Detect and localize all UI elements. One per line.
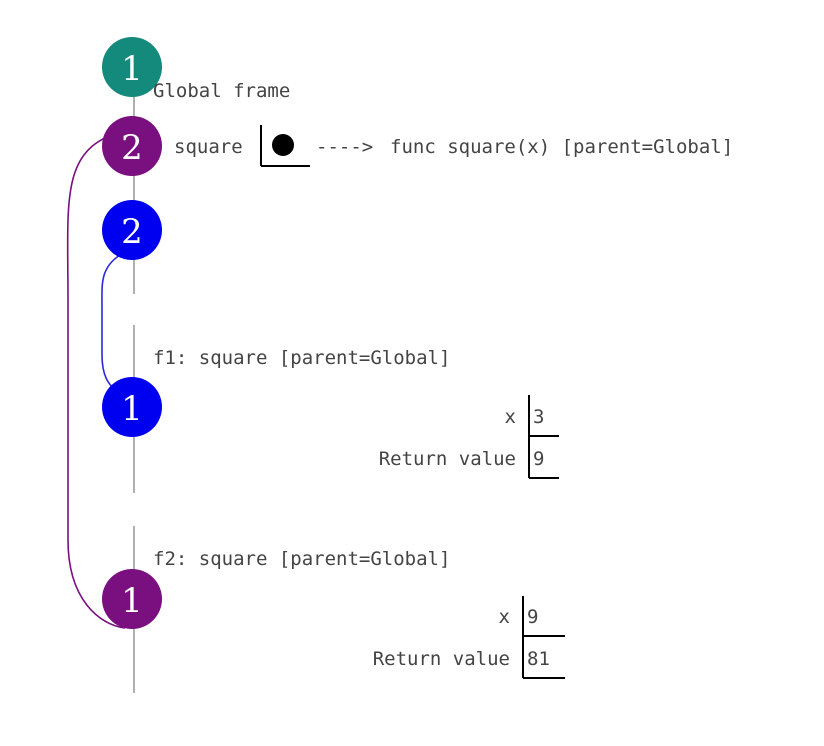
- frame-f2-return-value: 81: [527, 648, 550, 670]
- call-marker-badge-number: 2: [121, 212, 143, 252]
- global-frame-badge-number: 1: [121, 49, 143, 89]
- frame-f1-return-label: Return value: [379, 448, 516, 470]
- binding-name: square: [174, 136, 243, 158]
- pointer-dot-icon: [272, 134, 294, 156]
- frame-f2-title: f2: square [parent=Global]: [153, 548, 450, 570]
- function-object-label: func square(x) [parent=Global]: [390, 136, 733, 158]
- frame-f2-var-value-x: 9: [527, 606, 538, 628]
- blue-connector-curve: [101, 254, 121, 393]
- frame-f1-var-value-x: 3: [533, 406, 544, 428]
- frame-f2-var-name-x: x: [499, 606, 510, 628]
- call-marker-badge: [102, 200, 162, 260]
- frame-f2-badge: [102, 569, 162, 629]
- pointer-arrow: ---->: [316, 136, 373, 158]
- frame-f1-var-name-x: x: [505, 406, 516, 428]
- global-frame-title: Global frame: [153, 80, 290, 102]
- purple-connector-curve: [66, 131, 126, 629]
- frame-f2-return-label: Return value: [373, 648, 510, 670]
- frame-f1-title: f1: square [parent=Global]: [153, 347, 450, 369]
- frame-f1-badge-number: 1: [121, 389, 143, 429]
- frame-f2-badge-number: 1: [121, 581, 143, 621]
- global-frame-badge: [102, 37, 162, 97]
- frame-f1-badge: [102, 377, 162, 437]
- square-binding-badge-number: 2: [121, 128, 143, 168]
- square-binding-badge: [102, 116, 162, 176]
- frame-f1-return-value: 9: [533, 448, 544, 470]
